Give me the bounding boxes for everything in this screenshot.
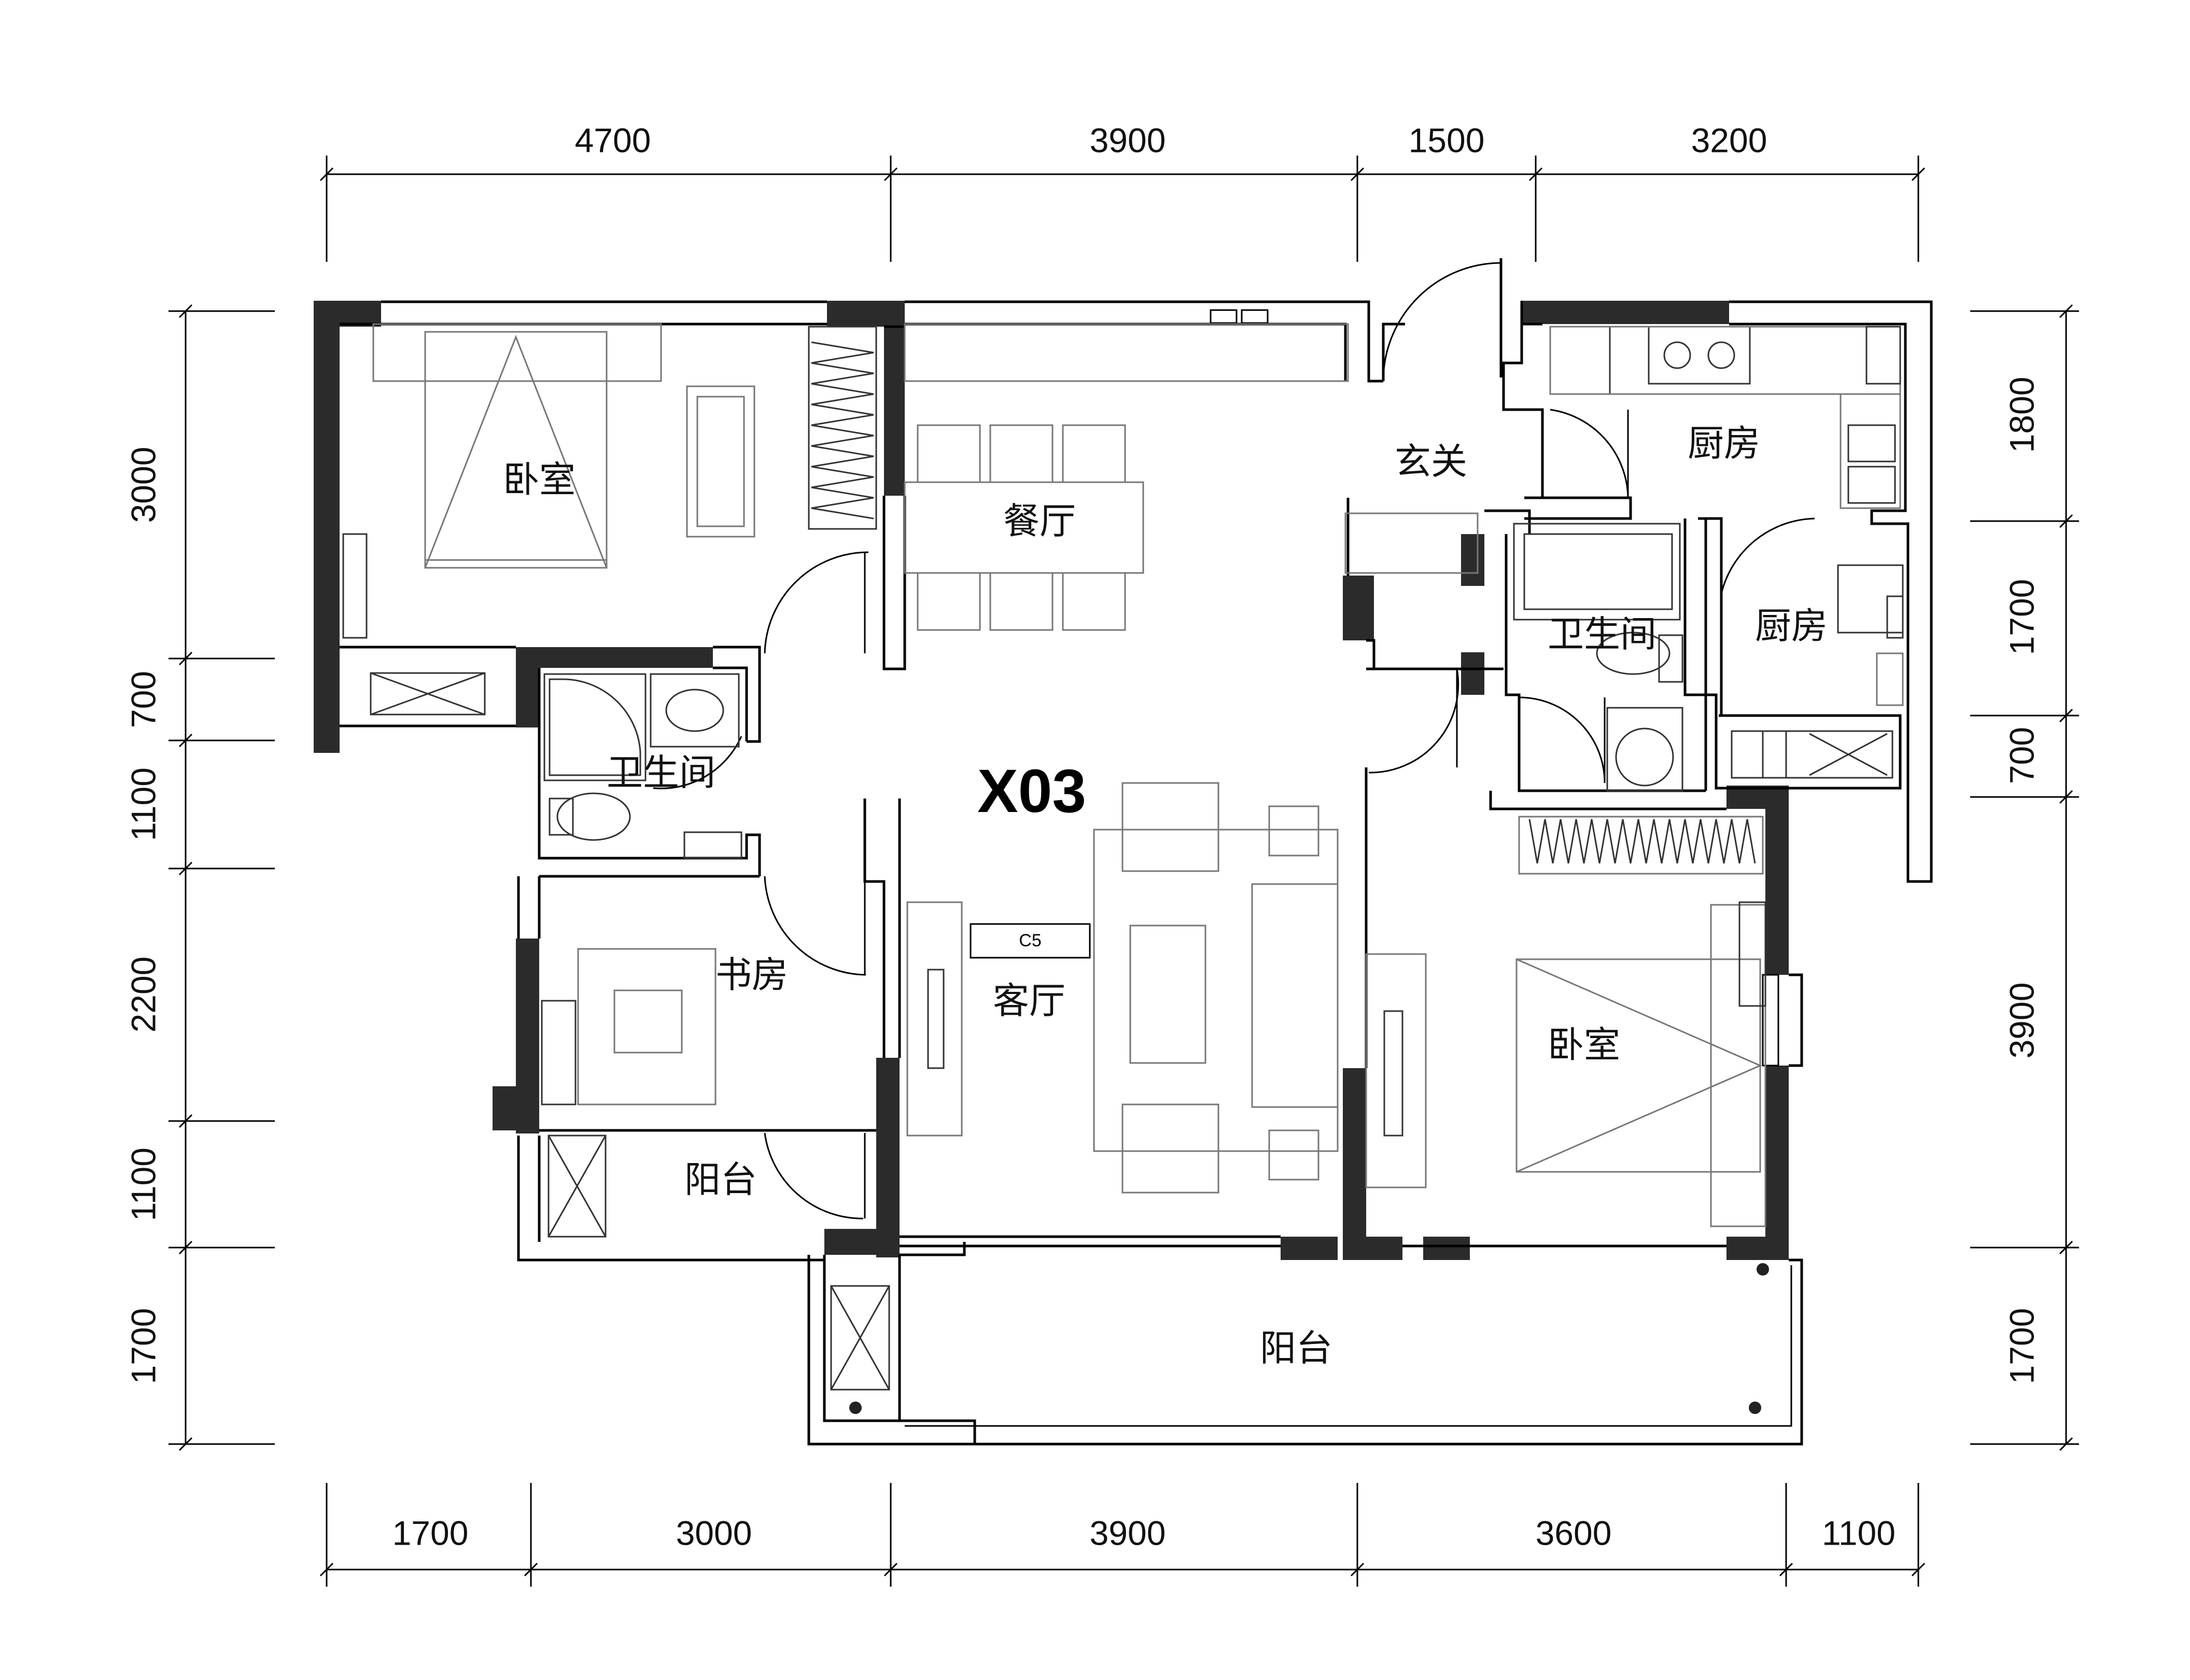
room-kitchen-b: 厨房 [1755,605,1828,647]
dim-left-1: 3000 [124,447,162,523]
room-bedroom-b: 卧室 [1548,1024,1620,1066]
dimension-bottom: 1700 3000 3900 3600 1100 [319,1483,1926,1587]
dim-left-3: 1100 [124,767,162,841]
window-tag-box [970,923,1091,959]
room-dining: 餐厅 [1003,500,1076,542]
room-bath-b: 卫生间 [1548,613,1656,655]
room-bedroom-a: 卧室 [503,458,575,501]
dim-left-5: 1100 [124,1147,162,1221]
room-study: 书房 [715,954,788,996]
unit-code: X03 [977,757,1086,825]
room-kitchen-a: 厨房 [1688,422,1760,465]
structural-walls [314,301,1789,1260]
room-balcony-a: 阳台 [684,1158,757,1201]
dim-left-2: 700 [124,671,162,728]
dim-right-5: 1700 [2002,1308,2041,1384]
dim-bottom-4: 3600 [1536,1514,1612,1552]
dimension-top: 4700 3900 1500 3200 [319,121,1926,262]
room-bath-a: 卫生间 [607,751,715,794]
dim-right-3: 700 [2002,727,2041,784]
dim-bottom-3: 3900 [1090,1514,1166,1552]
room-living: 客厅 [993,979,1065,1022]
room-foyer: 玄关 [1395,440,1467,483]
dim-top-1: 4700 [575,121,651,159]
dim-bottom-5: 1100 [1822,1514,1896,1552]
dim-left-4: 2200 [124,957,162,1033]
furniture: C5 [342,323,1904,1414]
room-balcony-b: 阳台 [1260,1327,1332,1369]
wall-outlines [340,258,1933,1446]
dim-right-4: 3900 [2002,983,2041,1059]
dimension-right: 1800 1700 700 3900 1700 [1970,304,2079,1451]
doors [653,258,1815,1220]
room-labels: 卧室 餐厅 玄关 厨房 厨房 卫生间 卫生间 书房 客厅 卧室 阳台 阳台 X0… [503,422,1828,1369]
dim-top-4: 3200 [1691,121,1767,159]
window-tag: C5 [1019,931,1041,950]
dim-top-2: 3900 [1090,121,1166,159]
dim-bottom-1: 1700 [392,1514,469,1552]
dim-bottom-2: 3000 [676,1514,752,1552]
dimension-left: 3000 700 1100 2200 1100 1700 [124,304,275,1451]
dim-left-6: 1700 [124,1308,162,1384]
dim-right-1: 1800 [2002,377,2041,453]
dim-right-2: 1700 [2002,579,2041,655]
dim-top-3: 1500 [1409,121,1485,159]
